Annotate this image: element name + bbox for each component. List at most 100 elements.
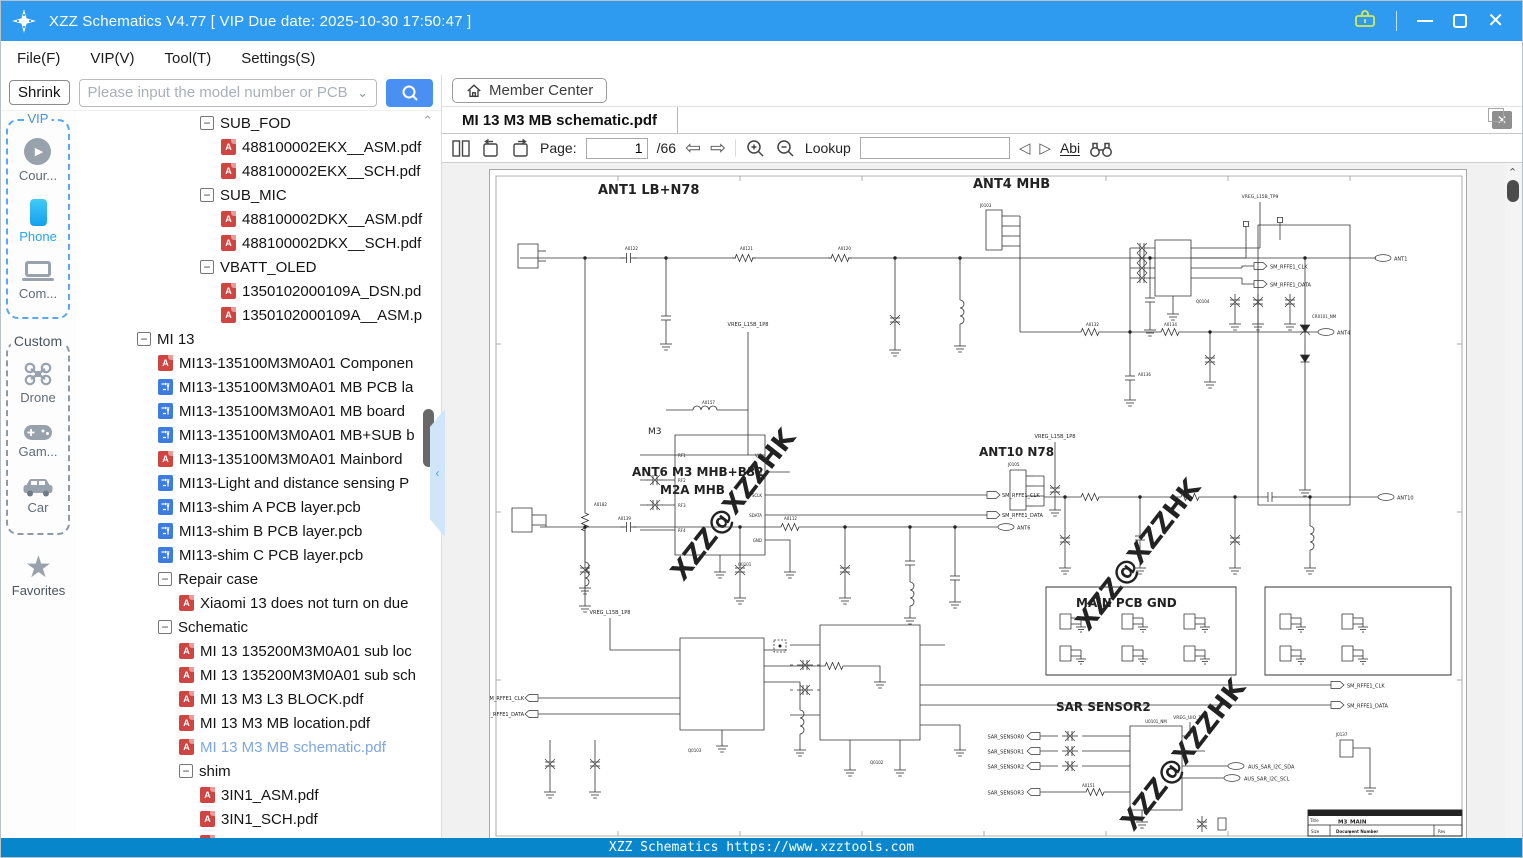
svg-text:A0182: A0182 (594, 502, 607, 507)
pdf-page[interactable]: XZZ@XZZHK XZZ@XZZHK XZZ@XZZHK (483, 169, 1467, 840)
svg-text:MAIN PCB GND: MAIN PCB GND (1076, 596, 1177, 610)
menu-settings[interactable]: Settings(S) (241, 49, 316, 67)
scrollbar-thumb[interactable] (1507, 180, 1519, 202)
tree-item[interactable]: −Repair case (76, 567, 441, 591)
tree-item[interactable]: −shim (76, 759, 441, 783)
tree-item-label: MI13-135100M3M0A01 Mainbord (179, 450, 403, 468)
close-tab-icon[interactable]: ✕ (1488, 108, 1512, 129)
search-box[interactable]: ⌄ (78, 78, 377, 107)
page-number-input[interactable] (585, 137, 648, 159)
binoculars-icon[interactable] (1089, 139, 1113, 158)
svg-text:ANT1: ANT1 (1394, 257, 1407, 263)
svg-text:SM_RFFE1_DATA: SM_RFFE1_DATA (1002, 513, 1044, 519)
zoom-out-icon[interactable] (775, 138, 796, 159)
sar-sensor2-section (1026, 722, 1377, 832)
folder-collapse-icon[interactable]: − (137, 332, 151, 346)
find-previous-icon[interactable]: ◁ (1018, 140, 1031, 157)
document-area[interactable]: XZZ@XZZHK XZZ@XZZHK XZZ@XZZHK (442, 163, 1522, 840)
lookup-input[interactable] (859, 137, 1010, 159)
rail-item-drone[interactable]: Drone (20, 361, 56, 405)
folder-collapse-icon[interactable]: − (158, 572, 172, 586)
svg-text:Q0101: Q0101 (738, 562, 752, 567)
chevron-down-icon[interactable]: ⌄ (357, 84, 368, 100)
previous-page-icon[interactable]: ⇦ (685, 137, 701, 159)
scroll-up-icon[interactable]: ⌃ (422, 113, 433, 128)
maximize-button[interactable] (1453, 14, 1468, 28)
rail-item-game[interactable]: Gam... (18, 424, 58, 459)
tree-scrollbar-thumb[interactable] (423, 409, 434, 467)
tree-item[interactable]: MI13-135100M3M0A01 MB PCB la (76, 375, 441, 399)
tree-item[interactable]: −Schematic (76, 615, 441, 639)
rail-item-favorites[interactable]: ★ Favorites (1, 553, 76, 599)
tree-item[interactable]: −MI 13 (76, 327, 441, 351)
menu-tool[interactable]: Tool(T) (164, 49, 212, 67)
tree-item-label: 488100002DKX__SCH.pdf (242, 234, 422, 252)
tree-item[interactable]: MI13-135100M3M0A01 MB+SUB b (76, 423, 441, 447)
tree-item-label: 3IN1_ASM.pdf (221, 786, 319, 804)
member-center-button[interactable]: Member Center (452, 78, 608, 103)
folder-collapse-icon[interactable]: − (200, 188, 214, 202)
tree-item[interactable]: −SUB_MIC (76, 183, 441, 207)
scroll-up-icon[interactable]: ⌃ (1508, 167, 1518, 179)
menu-vip[interactable]: VIP(V) (90, 49, 135, 67)
menu-file[interactable]: File(F) (17, 49, 61, 67)
svg-text:VREG_L15B_1P8: VREG_L15B_1P8 (1035, 434, 1076, 440)
main-pcb-gnd-section (1046, 587, 1451, 675)
tree-item-label: 488100002EKX__SCH.pdf (242, 162, 421, 180)
shrink-button[interactable]: Shrink (9, 80, 70, 105)
document-scrollbar[interactable]: ⌃ (1505, 163, 1522, 840)
zoom-in-icon[interactable] (745, 138, 766, 159)
schematic-labels: ANT1 LB+N78 ANT4 MHB ANT6 M3 MHB+B32 M2A… (483, 177, 1414, 797)
minimize-button[interactable] (1417, 20, 1434, 22)
match-case-toggle[interactable]: Abi (1059, 139, 1081, 156)
rail-item-phone[interactable]: Phone (19, 199, 57, 244)
next-page-icon[interactable]: ⇨ (709, 137, 726, 159)
drone-icon (24, 362, 52, 386)
search-button[interactable] (386, 78, 433, 107)
tree-item[interactable]: MI13-135100M3M0A01 MB board (76, 399, 441, 423)
license-briefcase-icon[interactable] (1354, 9, 1376, 34)
rail-item-computer[interactable]: Com... (18, 260, 58, 301)
ant1-section (517, 225, 1392, 777)
svg-text:ANT4: ANT4 (1337, 331, 1350, 337)
folder-collapse-icon[interactable]: − (200, 116, 214, 130)
folder-collapse-icon[interactable]: − (158, 620, 172, 634)
svg-text:SCLK: SCLK (752, 493, 763, 498)
panel-collapse-handle[interactable]: ‹ (430, 409, 445, 537)
svg-text:ANT10 N78: ANT10 N78 (979, 445, 1054, 459)
rotate-left-icon[interactable] (480, 138, 501, 159)
rail-item-car[interactable]: Car (22, 477, 54, 515)
tree-item[interactable]: MI13-shim C PCB layer.pcb (76, 543, 441, 567)
search-input[interactable] (87, 84, 358, 101)
tree-item[interactable]: MI13-shim A PCB layer.pcb (76, 495, 441, 519)
find-next-icon[interactable]: ▷ (1039, 140, 1051, 157)
tree-item[interactable]: MI13-Light and distance sensing P (76, 471, 441, 495)
close-button[interactable]: ✕ (1487, 10, 1504, 32)
tree-item[interactable]: −VBATT_OLED (76, 255, 441, 279)
rotate-right-icon[interactable] (510, 138, 531, 159)
folder-collapse-icon[interactable]: − (179, 764, 193, 778)
document-tab[interactable]: MI 13 M3 MB schematic.pdf (442, 107, 679, 133)
tree-item[interactable]: −SUB_FOD (76, 111, 441, 135)
rail-item-label: Com... (18, 285, 58, 301)
tree-item[interactable]: MI13-shim B PCB layer.pcb (76, 519, 441, 543)
rail-item-course[interactable]: ▶ Cour... (19, 137, 57, 183)
two-page-view-icon[interactable] (451, 139, 471, 158)
folder-collapse-icon[interactable]: − (200, 260, 214, 274)
